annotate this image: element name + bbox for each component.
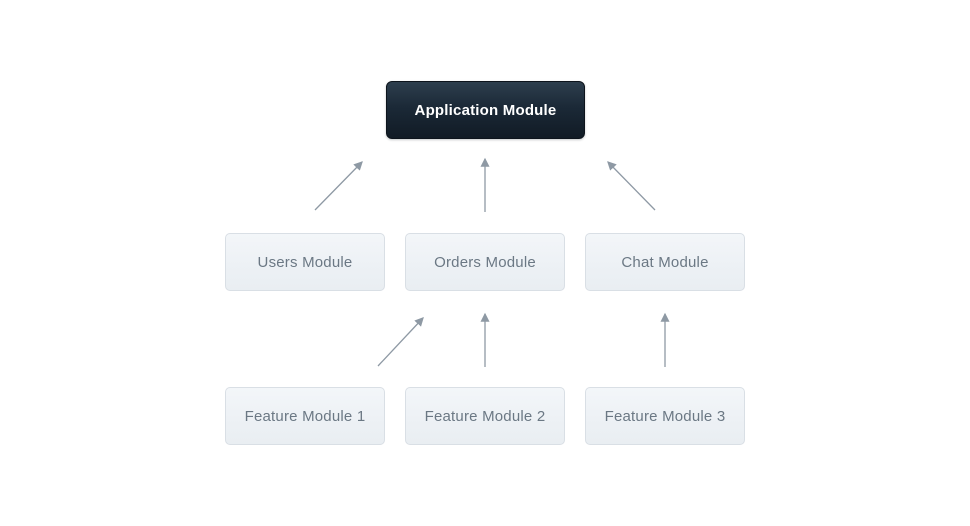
module-node-users: Users Module (225, 233, 385, 291)
dependency-arrow-users-to-app (314, 161, 363, 211)
module-node-label: Users Module (257, 253, 353, 271)
dependency-arrow-f1-to-orders (377, 317, 424, 367)
module-node-f3: Feature Module 3 (585, 387, 745, 445)
module-node-label: Orders Module (434, 253, 536, 271)
module-node-chat: Chat Module (585, 233, 745, 291)
module-node-label: Application Module (414, 101, 557, 119)
module-node-app: Application Module (386, 81, 585, 139)
module-node-label: Chat Module (621, 253, 709, 271)
module-node-label: Feature Module 1 (244, 407, 366, 425)
module-node-label: Feature Module 3 (604, 407, 726, 425)
module-node-label: Feature Module 2 (424, 407, 546, 425)
module-node-f1: Feature Module 1 (225, 387, 385, 445)
module-node-f2: Feature Module 2 (405, 387, 565, 445)
module-node-orders: Orders Module (405, 233, 565, 291)
dependency-arrow-chat-to-app (607, 161, 656, 211)
